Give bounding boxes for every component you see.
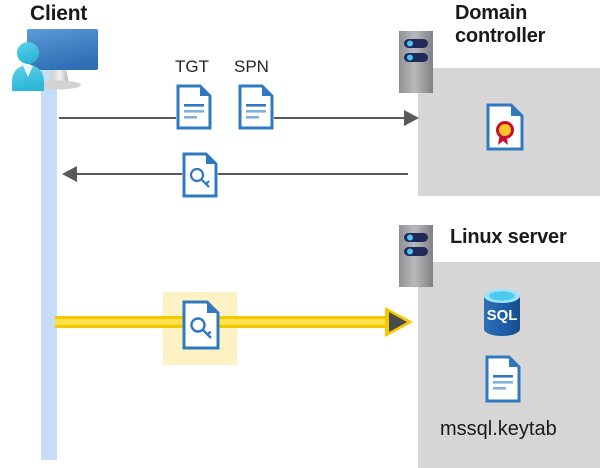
response-line-left bbox=[70, 173, 182, 175]
client-computer-user-icon bbox=[6, 26, 106, 98]
linux-server-title: Linux server bbox=[450, 226, 567, 248]
spn-document-icon bbox=[238, 84, 274, 130]
tgt-document-icon bbox=[176, 84, 212, 130]
domain-controller-title: Domain controller bbox=[455, 2, 546, 47]
domain-controller-server-rack-icon bbox=[399, 31, 433, 93]
key-document-icon-authenticate bbox=[182, 300, 220, 350]
request-arrowhead-icon bbox=[404, 110, 419, 126]
tgt-label: TGT bbox=[175, 57, 209, 76]
request-line-right bbox=[274, 117, 408, 119]
spn-label: SPN bbox=[234, 57, 269, 76]
keytab-file-label: mssql.keytab bbox=[440, 418, 557, 440]
response-arrowhead-icon bbox=[62, 166, 77, 182]
linux-server-rack-icon bbox=[399, 225, 433, 287]
keytab-document-icon bbox=[485, 355, 521, 403]
key-document-icon-response bbox=[182, 152, 218, 198]
request-line-left bbox=[59, 117, 176, 119]
certificate-document-icon bbox=[486, 103, 524, 151]
client-lifeline bbox=[41, 62, 57, 460]
client-title: Client bbox=[30, 2, 88, 25]
response-line-right bbox=[218, 173, 408, 175]
sql-database-icon: SQL bbox=[479, 287, 525, 339]
authenticate-yellow-arrow bbox=[55, 305, 415, 339]
sql-badge-text: SQL bbox=[487, 307, 518, 324]
